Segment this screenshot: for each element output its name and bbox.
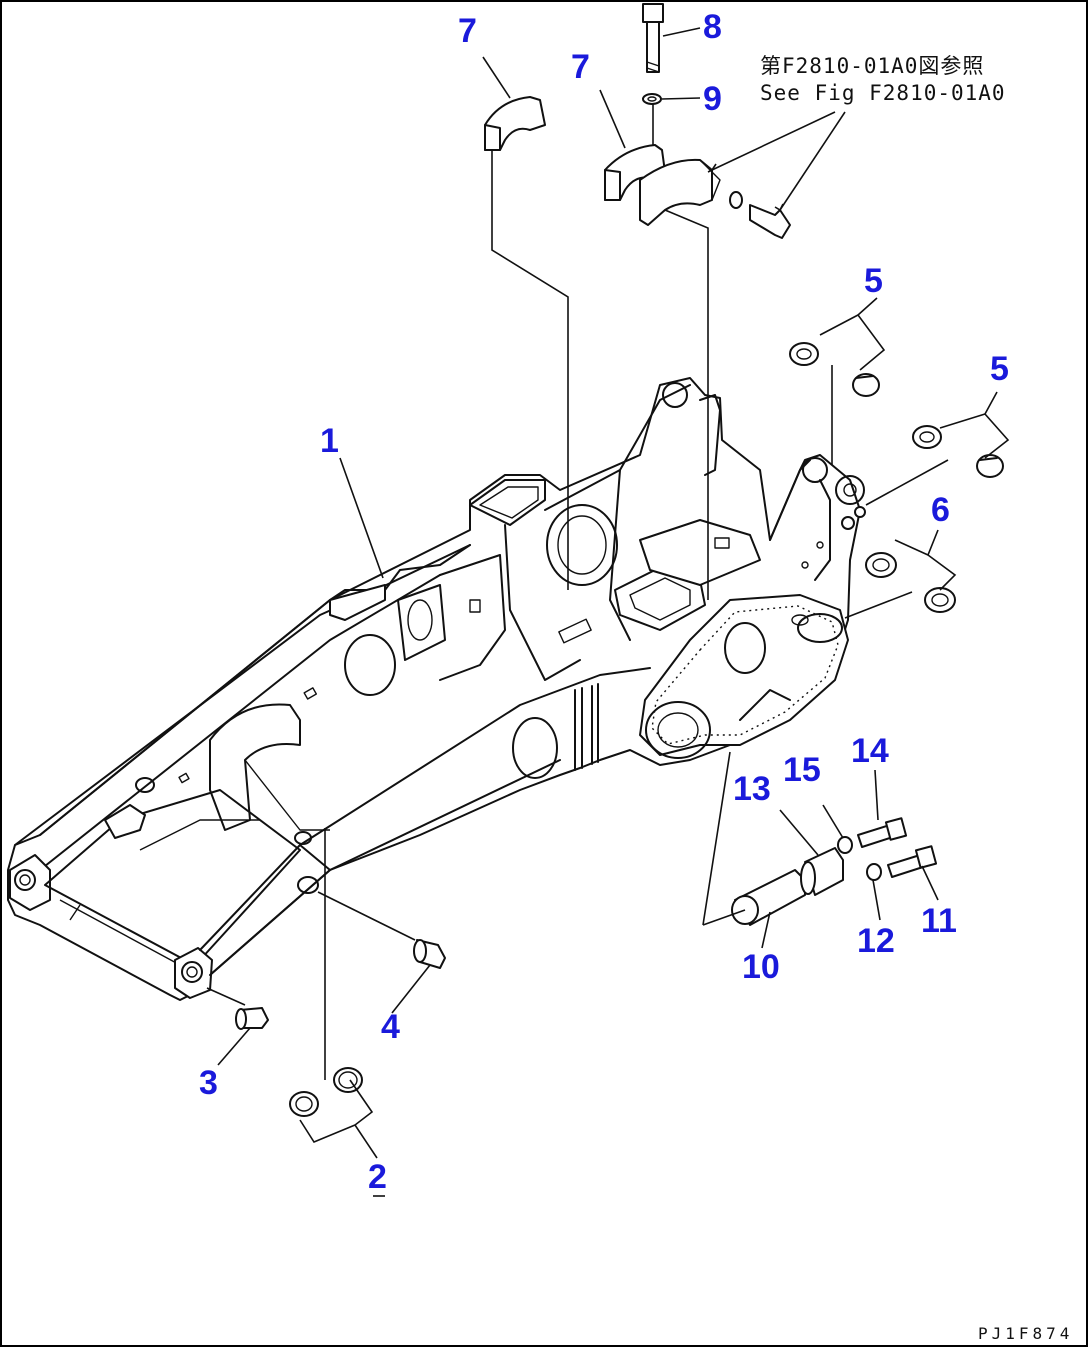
callout-7-left: 7 [458, 12, 477, 50]
reference-note-jp: 第F2810-01A0図参照 [760, 54, 984, 78]
cap-right [604, 144, 721, 226]
callout-2: 2 [368, 1158, 387, 1196]
callout-5-lower: 5 [990, 350, 1009, 388]
callout-15: 15 [783, 751, 821, 789]
callout-6: 6 [931, 491, 950, 529]
washer-9 [642, 93, 662, 105]
callout-3: 3 [199, 1064, 218, 1102]
cap-left [484, 96, 546, 151]
bushing-2 [289, 1067, 363, 1117]
callout-4: 4 [381, 1008, 400, 1046]
callout-14: 14 [851, 732, 889, 770]
callout-9: 9 [703, 80, 722, 118]
bushing-5-upper [789, 342, 880, 397]
washer-15 [837, 836, 853, 854]
callout-1: 1 [320, 422, 339, 460]
bushing-5-lower [841, 425, 1004, 530]
washer-12 [866, 863, 882, 881]
collar-13 [800, 847, 844, 896]
callout-11: 11 [921, 902, 957, 940]
reference-note-en: See Fig F2810-01A0 [760, 81, 1006, 105]
bolt-11 [887, 845, 938, 878]
callout-10: 10 [742, 948, 780, 986]
bushing-4 [413, 939, 446, 969]
leader-lines [206, 27, 1010, 1159]
bushing-3 [235, 1007, 269, 1030]
figure-code: PJ1F874 [978, 1324, 1073, 1343]
callout-7-right: 7 [571, 48, 590, 86]
callout-12: 12 [857, 922, 895, 960]
callout-5-upper: 5 [864, 262, 883, 300]
bushing-6 [865, 552, 956, 613]
callout-8: 8 [703, 8, 722, 46]
reference-bolt [729, 191, 791, 239]
callout-labels: 7 7 8 9 5 5 6 1 13 15 14 11 12 10 4 3 2 [199, 8, 1009, 1197]
bolt-8 [642, 3, 664, 73]
callout-13: 13 [733, 770, 771, 808]
bolt-14 [857, 817, 908, 848]
